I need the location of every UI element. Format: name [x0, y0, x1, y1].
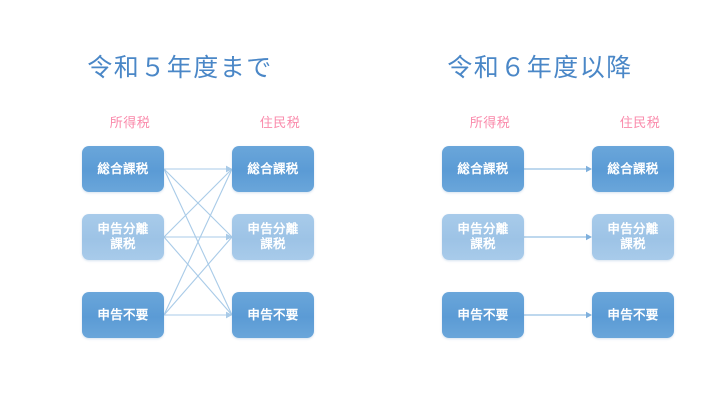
- column-header-income-tax-right: 所得税: [469, 115, 511, 130]
- column-header-residence-tax-left: 住民税: [259, 115, 301, 130]
- node-label: 申告分離 課税: [97, 222, 149, 251]
- panel-before-reiwa6: 令和５年度まで 所得税 住民税 総合課税 申告分離 課税 申告不要 総合課税 申…: [82, 54, 314, 338]
- node-label: 申告分離 課税: [607, 222, 659, 251]
- panel-title-left: 令和５年度まで: [87, 54, 273, 82]
- node-label: 総合課税: [457, 161, 509, 176]
- node-label: 総合課税: [247, 161, 299, 176]
- node-label: 申告分離 課税: [457, 222, 509, 251]
- panel-title-right: 令和６年度以降: [447, 54, 633, 82]
- node-label: 申告不要: [607, 307, 659, 322]
- column-header-income-tax-left: 所得税: [109, 115, 151, 130]
- node-label: 総合課税: [607, 161, 659, 176]
- panel-from-reiwa6: 令和６年度以降 所得税 住民税 総合課税 申告分離 課税 申告不要 総合課税 申…: [360, 0, 720, 405]
- node-label: 申告分離 課税: [247, 222, 299, 251]
- node-left-income-comprehensive[interactable]: 総合課税: [82, 146, 164, 192]
- node-label: 総合課税: [97, 161, 149, 176]
- node-right-residence-separate[interactable]: 申告分離 課税: [592, 214, 674, 260]
- node-left-residence-separate[interactable]: 申告分離 課税: [232, 214, 314, 260]
- node-right-residence-nofiling[interactable]: 申告不要: [592, 292, 674, 338]
- node-label: 申告不要: [247, 307, 299, 322]
- node-left-income-separate[interactable]: 申告分離 課税: [82, 214, 164, 260]
- node-left-residence-nofiling[interactable]: 申告不要: [232, 292, 314, 338]
- node-right-income-nofiling[interactable]: 申告不要: [442, 292, 524, 338]
- node-left-residence-comprehensive[interactable]: 総合課税: [232, 146, 314, 192]
- node-label: 申告不要: [97, 307, 149, 322]
- column-header-residence-tax-right: 住民税: [619, 115, 661, 130]
- node-label: 申告不要: [457, 307, 509, 322]
- node-right-income-comprehensive[interactable]: 総合課税: [442, 146, 524, 192]
- node-left-income-nofiling[interactable]: 申告不要: [82, 292, 164, 338]
- node-right-residence-comprehensive[interactable]: 総合課税: [592, 146, 674, 192]
- node-right-income-separate[interactable]: 申告分離 課税: [442, 214, 524, 260]
